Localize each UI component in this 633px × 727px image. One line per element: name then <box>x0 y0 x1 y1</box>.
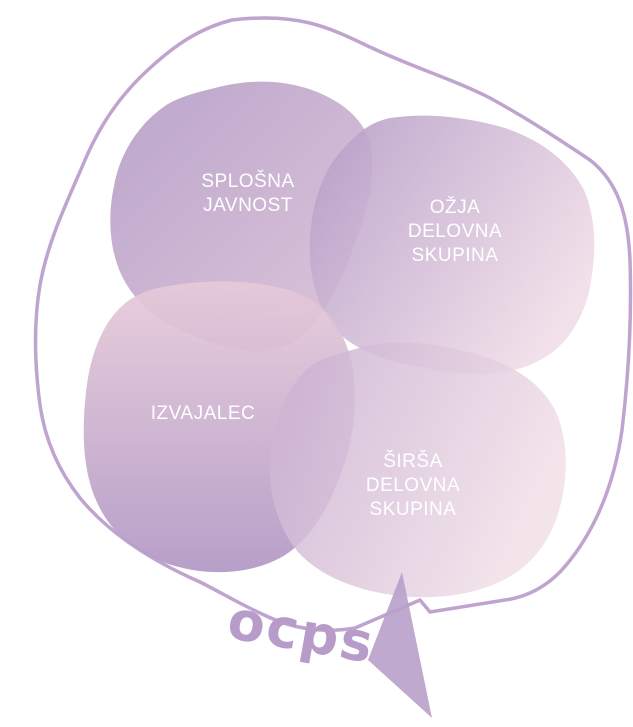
label-line: IZVAJALEC <box>150 403 256 424</box>
speech-bubble-tail <box>368 572 432 718</box>
label-line: ŠIRŠA <box>383 451 443 472</box>
label-line: DELOVNA <box>365 475 461 496</box>
label-line: OŽJA <box>429 197 481 218</box>
label-line: JAVNOST <box>203 195 293 216</box>
label-line: SKUPINA <box>369 499 457 520</box>
blob-splosna-javnost <box>110 81 373 351</box>
label-ozja-delovna-skupina: OŽJA DELOVNA SKUPINA <box>365 196 545 268</box>
label-izvajalec: IZVAJALEC <box>113 402 293 426</box>
label-line: SKUPINA <box>411 245 499 266</box>
blob-ozja-delovna-skupina <box>309 115 595 375</box>
label-splosna-javnost: SPLOŠNA JAVNOST <box>158 170 338 218</box>
label-sirsa-delovna-skupina: ŠIRŠA DELOVNA SKUPINA <box>323 450 503 522</box>
blob-sirsa-delovna-skupina <box>269 342 566 598</box>
label-line: DELOVNA <box>407 221 503 242</box>
speech-bubble-outline <box>33 16 633 633</box>
label-line: SPLOŠNA <box>201 171 295 192</box>
